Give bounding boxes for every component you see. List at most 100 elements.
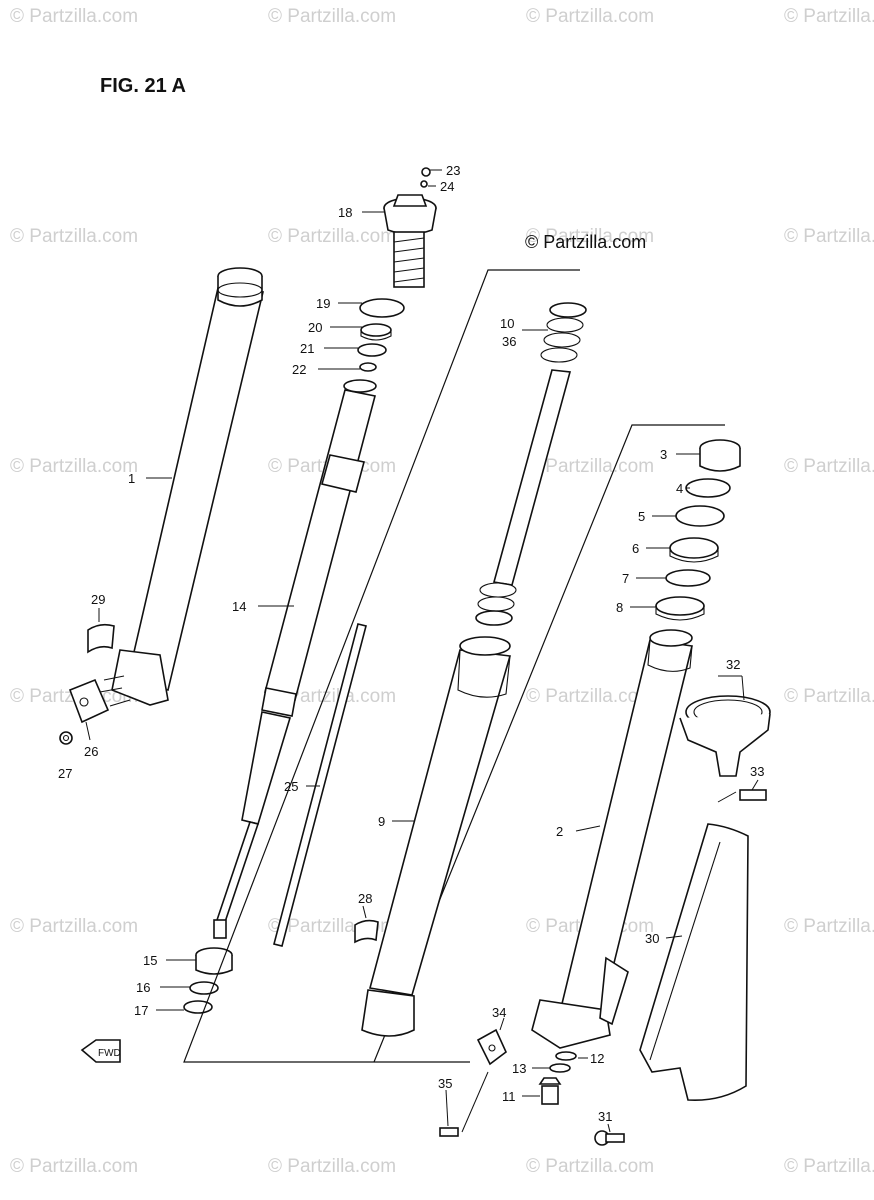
part-washer-12[interactable]	[555, 1051, 577, 1061]
part-drain-bolt-11[interactable]	[538, 1077, 562, 1105]
label-27[interactable]: 27	[58, 766, 72, 781]
label-4[interactable]: 4	[676, 481, 683, 496]
label-3[interactable]: 3	[660, 447, 667, 462]
part-decal-28[interactable]	[354, 919, 379, 944]
label-14[interactable]: 14	[232, 599, 246, 614]
watermark-text-1-0: © Partzilla.com	[10, 226, 138, 247]
label-33[interactable]: 33	[750, 764, 764, 779]
watermark-layer: © Partzilla.com © Partzilla.com © Partzill…	[10, 6, 874, 1177]
part-number-labels: 1 2 3 4 5 6 7 8 9 10 11 12 13 14 15 16 1…	[58, 163, 764, 1124]
part-washer-4[interactable]	[685, 478, 731, 498]
label-2[interactable]: 2	[556, 824, 563, 839]
part-outer-tube-left[interactable]	[99, 267, 264, 707]
label-22[interactable]: 22	[292, 362, 306, 377]
watermark-text-5-3: © Partzilla.com	[784, 1156, 874, 1177]
part-axle-holder-left[interactable]	[68, 678, 110, 724]
label-23[interactable]: 23	[446, 163, 460, 178]
part-bolt-35[interactable]	[439, 1127, 459, 1137]
watermark-text-5-1: © Partzilla.com	[268, 1156, 396, 1177]
label-7[interactable]: 7	[622, 571, 629, 586]
part-clip-22[interactable]	[359, 362, 377, 372]
label-1[interactable]: 1	[128, 471, 135, 486]
label-20[interactable]: 20	[308, 320, 322, 335]
assembly-frame-right	[373, 424, 725, 1063]
watermark-text-1-1: © Partzilla.com	[268, 226, 396, 247]
part-oil-seal-5[interactable]	[675, 505, 725, 527]
label-15[interactable]: 15	[143, 953, 157, 968]
part-dust-seal-8[interactable]	[655, 596, 705, 621]
part-inner-tube-9[interactable]	[361, 636, 512, 1037]
part-inner-tube-14[interactable]	[213, 379, 377, 939]
label-13[interactable]: 13	[512, 1061, 526, 1076]
label-36[interactable]: 36	[502, 334, 516, 349]
part-screw-23[interactable]	[421, 167, 431, 177]
part-bolt-31[interactable]	[594, 1130, 625, 1146]
label-24[interactable]: 24	[440, 179, 454, 194]
part-axle-holder-34[interactable]	[476, 1028, 507, 1066]
watermark-text-5-0: © Partzilla.com	[10, 1156, 138, 1177]
label-17[interactable]: 17	[134, 1003, 148, 1018]
part-washer-24[interactable]	[420, 180, 428, 188]
part-rod-25[interactable]	[273, 623, 367, 947]
watermark-text-2-0: © Partzilla.com	[10, 456, 138, 477]
part-guide-bushing-3[interactable]	[699, 439, 741, 472]
label-29[interactable]: 29	[91, 592, 105, 607]
assembly-frame-left	[183, 269, 580, 1063]
label-30[interactable]: 30	[645, 931, 659, 946]
label-5[interactable]: 5	[638, 509, 645, 524]
watermark-text-1-3: © Partzilla.com	[784, 226, 874, 247]
part-cap-bolt-18[interactable]	[383, 194, 437, 288]
part-o-ring-19[interactable]	[359, 298, 405, 318]
part-ring-20[interactable]	[360, 323, 392, 341]
label-21[interactable]: 21	[300, 341, 314, 356]
label-9[interactable]: 9	[378, 814, 385, 829]
label-35[interactable]: 35	[438, 1076, 452, 1091]
part-nut-27[interactable]	[59, 731, 73, 745]
label-11[interactable]: 11	[502, 1089, 516, 1104]
part-bolt-33[interactable]	[739, 789, 767, 801]
label-12[interactable]: 12	[590, 1051, 604, 1066]
watermark-text-0-1: © Partzilla.com	[268, 6, 396, 27]
label-19[interactable]: 19	[316, 296, 330, 311]
label-28[interactable]: 28	[358, 891, 372, 906]
label-8[interactable]: 8	[616, 600, 623, 615]
part-clip-17[interactable]	[183, 1000, 213, 1014]
part-outer-tube-right[interactable]	[531, 629, 693, 1049]
leader-lines	[85, 169, 759, 1133]
watermark-text-3-1: © Partzilla.com	[268, 686, 396, 707]
label-26[interactable]: 26	[84, 744, 98, 759]
part-clip-7[interactable]	[665, 569, 711, 587]
copyright-notice: © Partzilla.com	[525, 232, 646, 252]
fwd-direction-arrow: FWD	[80, 1039, 121, 1063]
watermark-text-0-0: © Partzilla.com	[10, 6, 138, 27]
watermark-text-3-2: © Partzilla.com	[526, 686, 654, 707]
part-fork-guard-30[interactable]	[639, 823, 749, 1102]
label-16[interactable]: 16	[136, 980, 150, 995]
fwd-label: FWD	[98, 1048, 121, 1059]
part-fork-spring-10[interactable]	[475, 302, 587, 626]
part-clamp-32[interactable]	[679, 695, 771, 777]
label-6[interactable]: 6	[632, 541, 639, 556]
watermark-text-2-2: © Partzilla.com	[526, 456, 654, 477]
watermark-text-2-3: © Partzilla.com	[784, 456, 874, 477]
label-18[interactable]: 18	[338, 205, 352, 220]
watermark-text-5-2: © Partzilla.com	[526, 1156, 654, 1177]
figure-title: FIG. 21 A	[100, 75, 186, 97]
watermark-text-4-3: © Partzilla.com	[784, 916, 874, 937]
watermark-text-3-3: © Partzilla.com	[784, 686, 874, 707]
part-decal-29[interactable]	[87, 623, 115, 654]
label-10[interactable]: 10	[500, 316, 514, 331]
part-ring-21[interactable]	[357, 343, 387, 357]
watermark-text-0-3: © Partzilla.com	[784, 6, 874, 27]
label-32[interactable]: 32	[726, 657, 740, 672]
label-34[interactable]: 34	[492, 1005, 506, 1020]
watermark-text-4-0: © Partzilla.com	[10, 916, 138, 937]
part-gasket-13[interactable]	[549, 1063, 571, 1073]
part-oil-seal-6[interactable]	[669, 537, 719, 563]
watermark-text-0-2: © Partzilla.com	[526, 6, 654, 27]
label-31[interactable]: 31	[598, 1109, 612, 1124]
watermark-text-1-2: © Partzilla.com	[526, 226, 654, 247]
label-25[interactable]: 25	[284, 779, 298, 794]
